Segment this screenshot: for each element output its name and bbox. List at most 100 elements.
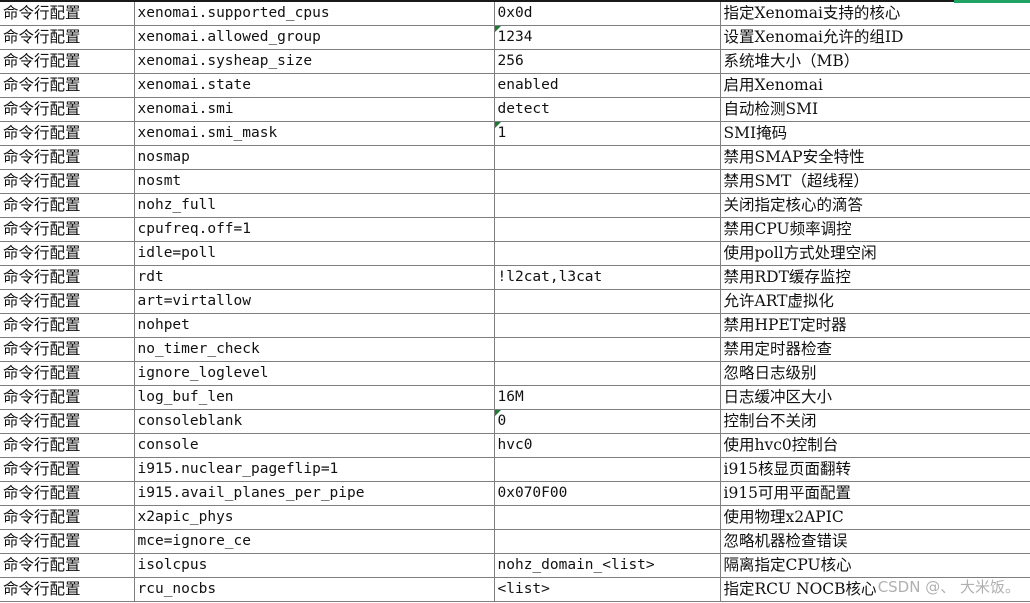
value-cell[interactable] [494, 169, 721, 194]
description-cell[interactable]: 忽略日志级别 [720, 361, 1030, 386]
category-cell[interactable]: 命令行配置 [0, 217, 135, 242]
parameter-cell[interactable]: rcu_nocbs [134, 577, 495, 602]
value-cell[interactable] [494, 337, 721, 362]
description-cell[interactable]: 关闭指定核心的滴答 [720, 193, 1030, 218]
category-cell[interactable]: 命令行配置 [0, 145, 135, 170]
category-cell[interactable]: 命令行配置 [0, 433, 135, 458]
description-cell[interactable]: 启用Xenomai [720, 73, 1030, 98]
value-cell[interactable]: 1 [494, 121, 721, 146]
parameter-cell[interactable]: xenomai.smi [134, 97, 495, 122]
parameter-cell[interactable]: console [134, 433, 495, 458]
parameter-cell[interactable]: no_timer_check [134, 337, 495, 362]
parameter-cell[interactable]: log_buf_len [134, 385, 495, 410]
value-cell[interactable] [494, 529, 721, 554]
description-cell[interactable]: 隔离指定CPU核心 [720, 553, 1030, 578]
description-cell[interactable]: i915可用平面配置 [720, 481, 1030, 506]
description-cell[interactable]: 禁用SMAP安全特性 [720, 145, 1030, 170]
category-cell[interactable]: 命令行配置 [0, 73, 135, 98]
parameter-cell[interactable]: xenomai.smi_mask [134, 121, 495, 146]
description-cell[interactable]: 忽略机器检查错误 [720, 529, 1030, 554]
value-cell[interactable]: !l2cat,l3cat [494, 265, 721, 290]
category-cell[interactable]: 命令行配置 [0, 289, 135, 314]
description-cell[interactable]: 设置Xenomai允许的组ID [720, 25, 1030, 50]
category-cell[interactable]: 命令行配置 [0, 409, 135, 434]
parameter-cell[interactable]: idle=poll [134, 241, 495, 266]
value-cell[interactable] [494, 193, 721, 218]
category-cell[interactable]: 命令行配置 [0, 385, 135, 410]
description-cell[interactable]: 控制台不关闭 [720, 409, 1030, 434]
parameter-cell[interactable]: ignore_loglevel [134, 361, 495, 386]
category-cell[interactable]: 命令行配置 [0, 97, 135, 122]
description-cell[interactable]: 禁用HPET定时器 [720, 313, 1030, 338]
category-cell[interactable]: 命令行配置 [0, 2, 135, 26]
parameter-cell[interactable]: xenomai.sysheap_size [134, 49, 495, 74]
parameter-cell[interactable]: nosmt [134, 169, 495, 194]
parameter-cell[interactable]: nohz_full [134, 193, 495, 218]
parameter-cell[interactable]: cpufreq.off=1 [134, 217, 495, 242]
description-cell[interactable]: 指定RCU NOCB核心 [720, 577, 1030, 602]
parameter-cell[interactable]: nohpet [134, 313, 495, 338]
category-cell[interactable]: 命令行配置 [0, 529, 135, 554]
category-cell[interactable]: 命令行配置 [0, 505, 135, 530]
category-cell[interactable]: 命令行配置 [0, 313, 135, 338]
value-cell[interactable]: 16M [494, 385, 721, 410]
description-cell[interactable]: 禁用SMT（超线程） [720, 169, 1030, 194]
description-cell[interactable]: 禁用定时器检查 [720, 337, 1030, 362]
value-cell[interactable] [494, 289, 721, 314]
parameter-cell[interactable]: i915.avail_planes_per_pipe [134, 481, 495, 506]
parameter-cell[interactable]: i915.nuclear_pageflip=1 [134, 457, 495, 482]
category-cell[interactable]: 命令行配置 [0, 265, 135, 290]
category-cell[interactable]: 命令行配置 [0, 337, 135, 362]
description-cell[interactable]: 使用物理x2APIC [720, 505, 1030, 530]
parameter-cell[interactable]: mce=ignore_ce [134, 529, 495, 554]
category-cell[interactable]: 命令行配置 [0, 169, 135, 194]
value-cell[interactable]: 0x0d [494, 2, 721, 26]
parameter-cell[interactable]: xenomai.allowed_group [134, 25, 495, 50]
description-cell[interactable]: 自动检测SMI [720, 97, 1030, 122]
description-cell[interactable]: 禁用CPU频率调控 [720, 217, 1030, 242]
value-cell[interactable] [494, 505, 721, 530]
description-cell[interactable]: i915核显页面翻转 [720, 457, 1030, 482]
category-cell[interactable]: 命令行配置 [0, 361, 135, 386]
value-cell[interactable]: 0x070F00 [494, 481, 721, 506]
description-cell[interactable]: SMI掩码 [720, 121, 1030, 146]
value-cell[interactable] [494, 217, 721, 242]
value-cell[interactable]: nohz_domain_<list> [494, 553, 721, 578]
value-cell[interactable]: <list> [494, 577, 721, 602]
value-cell[interactable]: 1234 [494, 25, 721, 50]
category-cell[interactable]: 命令行配置 [0, 193, 135, 218]
parameter-cell[interactable]: consoleblank [134, 409, 495, 434]
parameter-cell[interactable]: xenomai.supported_cpus [134, 2, 495, 26]
value-cell[interactable]: detect [494, 97, 721, 122]
category-cell[interactable]: 命令行配置 [0, 481, 135, 506]
category-cell[interactable]: 命令行配置 [0, 121, 135, 146]
description-cell[interactable]: 日志缓冲区大小 [720, 385, 1030, 410]
value-cell[interactable]: hvc0 [494, 433, 721, 458]
value-cell[interactable] [494, 361, 721, 386]
description-cell[interactable]: 禁用RDT缓存监控 [720, 265, 1030, 290]
category-cell[interactable]: 命令行配置 [0, 49, 135, 74]
value-cell[interactable]: enabled [494, 73, 721, 98]
category-cell[interactable]: 命令行配置 [0, 553, 135, 578]
parameter-cell[interactable]: x2apic_phys [134, 505, 495, 530]
value-cell[interactable] [494, 241, 721, 266]
parameter-cell[interactable]: art=virtallow [134, 289, 495, 314]
category-cell[interactable]: 命令行配置 [0, 241, 135, 266]
value-cell[interactable] [494, 457, 721, 482]
description-cell[interactable]: 指定Xenomai支持的核心 [720, 2, 1030, 26]
description-cell[interactable]: 使用hvc0控制台 [720, 433, 1030, 458]
value-cell[interactable] [494, 145, 721, 170]
description-cell[interactable]: 系统堆大小（MB） [720, 49, 1030, 74]
value-cell[interactable] [494, 313, 721, 338]
parameter-cell[interactable]: xenomai.state [134, 73, 495, 98]
category-cell[interactable]: 命令行配置 [0, 577, 135, 602]
parameter-cell[interactable]: nosmap [134, 145, 495, 170]
category-cell[interactable]: 命令行配置 [0, 25, 135, 50]
description-cell[interactable]: 使用poll方式处理空闲 [720, 241, 1030, 266]
value-cell[interactable]: 0 [494, 409, 721, 434]
parameter-cell[interactable]: rdt [134, 265, 495, 290]
category-cell[interactable]: 命令行配置 [0, 457, 135, 482]
description-cell[interactable]: 允许ART虚拟化 [720, 289, 1030, 314]
value-cell[interactable]: 256 [494, 49, 721, 74]
parameter-cell[interactable]: isolcpus [134, 553, 495, 578]
